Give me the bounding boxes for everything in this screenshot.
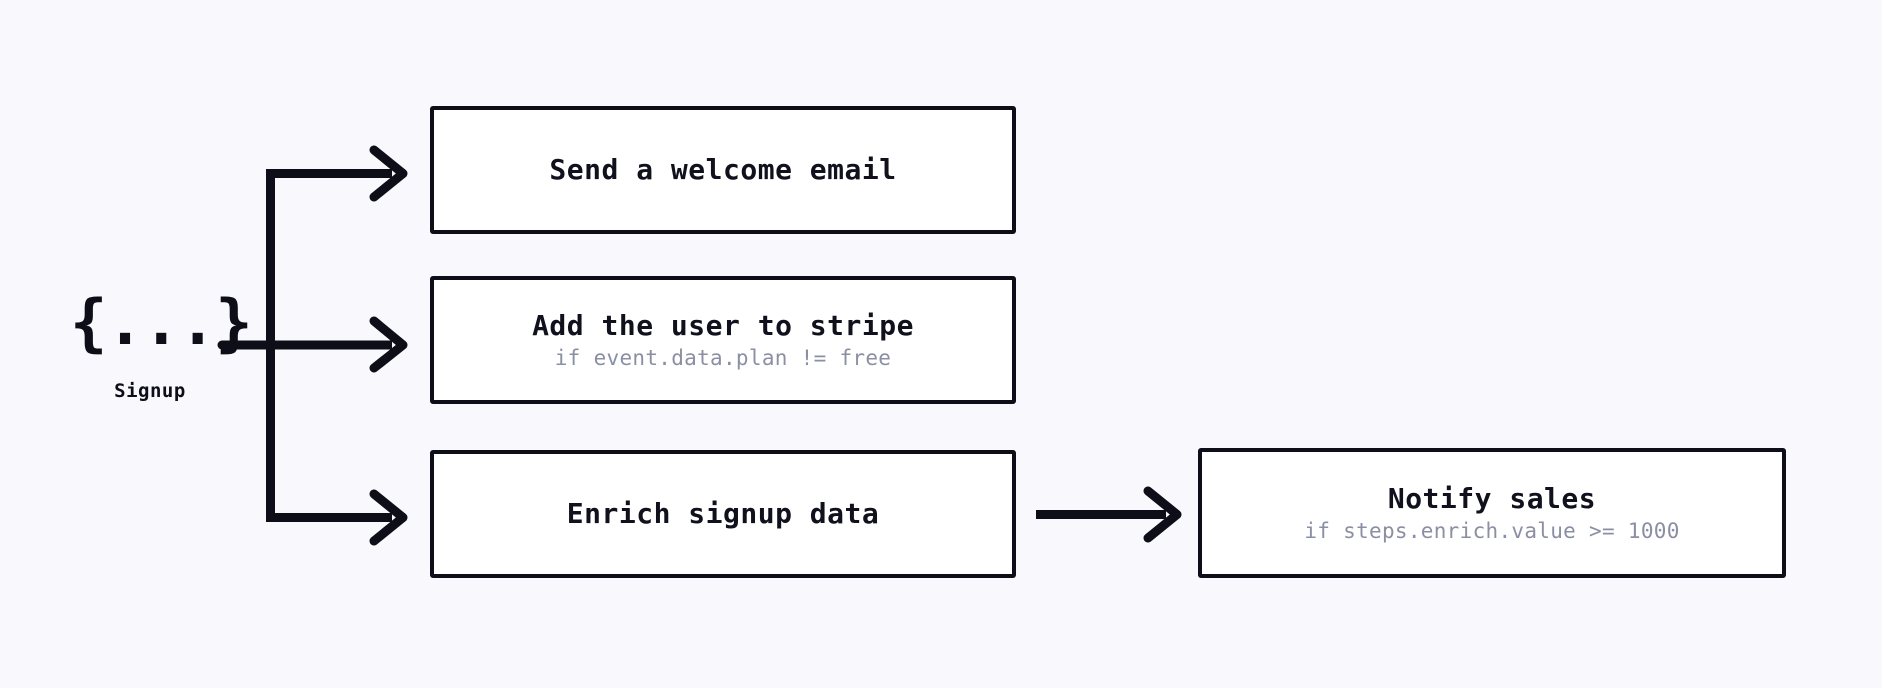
trigger-label: Signup xyxy=(114,380,186,402)
step-card-enrich-signup-data[interactable]: Enrich signup data xyxy=(430,450,1016,578)
step-condition: if steps.enrich.value >= 1000 xyxy=(1304,519,1680,544)
step-title: Send a welcome email xyxy=(549,153,897,187)
step-card-send-a-welcome-email[interactable]: Send a welcome email xyxy=(430,106,1016,234)
step-title: Add the user to stripe xyxy=(532,308,914,342)
step-condition: if event.data.plan != free xyxy=(554,346,892,371)
arrowhead-notify-icon xyxy=(1143,486,1182,543)
step-title: Enrich signup data xyxy=(566,497,880,531)
trigger-node[interactable]: {...} Signup xyxy=(70,286,253,403)
step-card-add-the-user-to-stripe[interactable]: Add the user to stripe if event.data.pla… xyxy=(430,276,1016,404)
json-braces-icon: {...} xyxy=(70,286,253,359)
arrowhead-enrich-icon xyxy=(369,489,408,546)
step-title: Notify sales xyxy=(1387,481,1597,515)
arrowhead-stripe-icon xyxy=(369,316,408,373)
step-card-notify-sales[interactable]: Notify sales if steps.enrich.value >= 10… xyxy=(1198,448,1786,578)
arrowhead-welcome-icon xyxy=(369,145,408,202)
